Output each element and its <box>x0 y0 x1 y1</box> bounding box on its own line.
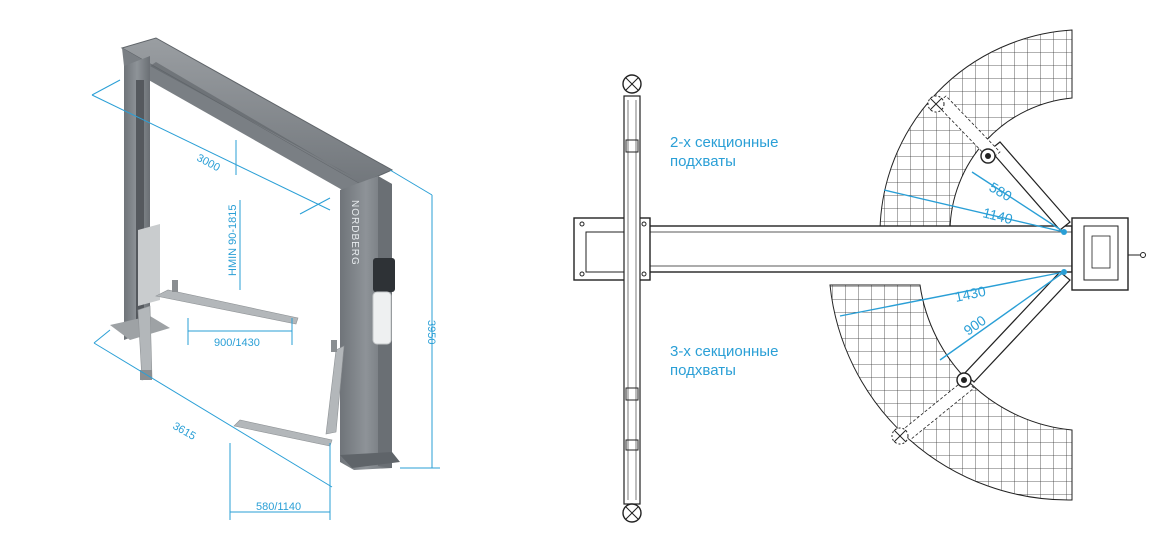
left-arm-pad-1 <box>172 280 178 292</box>
left-arm-short <box>137 305 153 381</box>
crossbar <box>639 225 1073 273</box>
dimension-lines-top <box>839 171 1065 361</box>
left-top-pad <box>622 74 642 94</box>
left-carriage <box>138 224 160 306</box>
dim-1140-label: 1140 <box>981 204 1014 227</box>
right-post-base <box>340 452 400 468</box>
dim-height-range-label: HMIN 90-1815 <box>227 204 239 276</box>
dim-depth-label: 3615 <box>171 420 198 443</box>
lift-top-view: 580 1140 1430 900 2-х секционные подхват… <box>573 29 1146 523</box>
right-arm-pad <box>331 340 337 352</box>
right-post-plate <box>1071 217 1129 291</box>
dim-arm-short-label: 580/1140 <box>256 501 301 513</box>
caption-two-section-line2: подхваты <box>670 153 736 170</box>
top-beam-front <box>122 48 360 200</box>
brand-label: NORDBERG <box>349 200 360 266</box>
right-arm-long <box>325 345 345 435</box>
upper-arm-2-section <box>927 95 1071 231</box>
caption-two-section-line1: 2-х секционные <box>670 134 778 151</box>
dim-total-height-label: 3950 <box>425 320 437 344</box>
right-arm-short <box>233 419 333 447</box>
top-beam <box>120 37 394 185</box>
dim-900-label: 900 <box>961 312 989 339</box>
dim-arm-long-label: 900/1430 <box>214 337 260 349</box>
lift-3d-view: NORDBERG <box>91 37 440 520</box>
dim-580-label: 580 <box>987 179 1015 205</box>
caption-three-section-line2: подхваты <box>670 362 736 379</box>
left-post-slot <box>136 80 144 320</box>
caption-three-section: 3-х секционные подхваты <box>670 343 783 379</box>
top-beam-underside <box>150 62 352 176</box>
dimension-lines-3d <box>91 79 440 520</box>
dim-1430-label: 1430 <box>953 283 987 305</box>
oil-tank <box>372 291 392 345</box>
caption-three-section-line1: 3-х секционные <box>670 343 778 360</box>
left-bottom-pad <box>622 503 642 523</box>
caption-two-section: 2-х секционные подхваты <box>670 134 783 170</box>
lower-arm-3-section <box>891 271 1071 445</box>
left-arm-long <box>155 289 299 325</box>
motor-unit <box>373 258 395 292</box>
